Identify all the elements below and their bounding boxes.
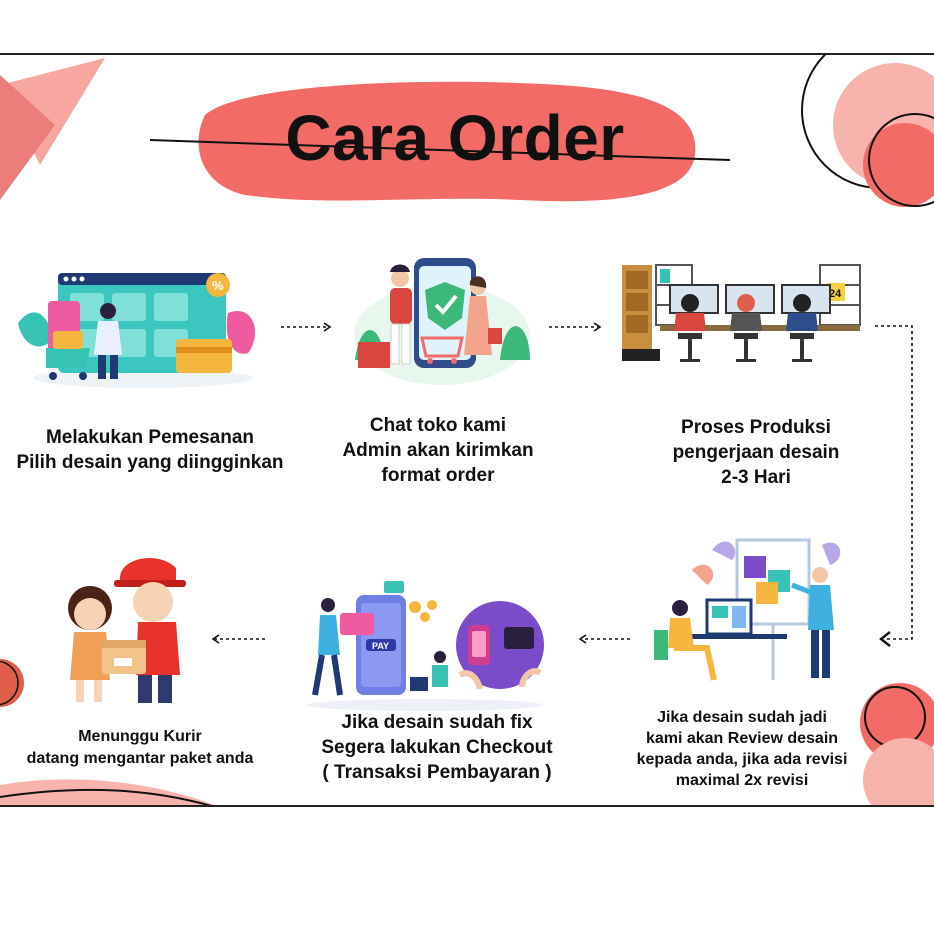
step-4-caption: Jika desain sudah jadi kami akan Review … bbox=[608, 707, 876, 791]
step-5-caption: Jika desain sudah fix Segera lakukan Che… bbox=[296, 710, 578, 785]
caption-line: Pilih desain yang diingginkan bbox=[0, 450, 300, 475]
caption-line: Melakukan Pemesanan bbox=[0, 425, 300, 450]
caption-line: 2-3 Hari bbox=[636, 465, 876, 490]
svg-text:%: % bbox=[212, 278, 224, 293]
caption-line: format order bbox=[318, 463, 558, 488]
caption-line: pengerjaan desain bbox=[636, 440, 876, 465]
caption-line: Jika desain sudah jadi bbox=[608, 707, 876, 728]
caption-line: Proses Produksi bbox=[636, 415, 876, 440]
step-2-caption: Chat toko kami Admin akan kirimkan forma… bbox=[318, 413, 558, 488]
caption-line: datang mengantar paket anda bbox=[0, 748, 280, 770]
circle-decoration bbox=[0, 659, 24, 707]
pay-button-label: PAY bbox=[372, 641, 389, 651]
chat-shop-illustration bbox=[350, 240, 535, 385]
design-review-illustration bbox=[652, 530, 852, 695]
page-title: Cara Order bbox=[240, 101, 670, 175]
caption-line: Menunggu Kurir bbox=[0, 726, 280, 748]
step-3-caption: Proses Produksi pengerjaan desain 2-3 Ha… bbox=[636, 415, 876, 490]
caption-line: Admin akan kirimkan bbox=[318, 438, 558, 463]
step-6-caption: Menunggu Kurir datang mengantar paket an… bbox=[0, 726, 280, 770]
checkout-payment-illustration: PAY bbox=[300, 577, 550, 712]
caption-line: kepada anda, jika ada revisi bbox=[608, 749, 876, 770]
caption-line: maximal 2x revisi bbox=[608, 770, 876, 791]
caption-line: Segera lakukan Checkout bbox=[296, 735, 578, 760]
caption-line: Jika desain sudah fix bbox=[296, 710, 578, 735]
step-1-caption: Melakukan Pemesanan Pilih desain yang di… bbox=[0, 425, 300, 475]
poster: Cara Order % bbox=[0, 53, 934, 807]
production-office-illustration: 24 bbox=[620, 263, 865, 368]
courier-delivery-illustration bbox=[58, 550, 193, 705]
online-shopping-illustration: % bbox=[8, 243, 270, 393]
caption-line: kami akan Review desain bbox=[608, 728, 876, 749]
caption-line: Chat toko kami bbox=[318, 413, 558, 438]
arrow-step3-to-step4 bbox=[875, 326, 912, 639]
caption-line: ( Transaksi Pembayaran ) bbox=[296, 760, 578, 785]
